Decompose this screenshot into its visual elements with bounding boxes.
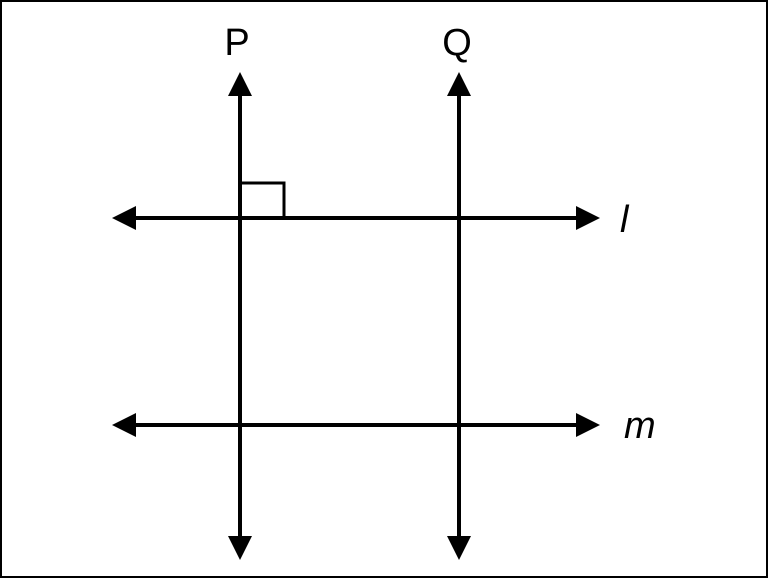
label-m: m (624, 405, 656, 447)
line-m-arrow-left (112, 413, 136, 437)
right-angle-mark (240, 181, 286, 218)
line-q-arrow-bottom (447, 536, 471, 560)
line-p-arrow-top (228, 72, 252, 96)
line-p-arrow-bottom (228, 536, 252, 560)
label-l: l (620, 199, 630, 241)
line-l (112, 206, 600, 230)
line-l-arrow-left (112, 206, 136, 230)
line-l-arrow-right (576, 206, 600, 230)
line-q-arrow-top (447, 72, 471, 96)
line-q (447, 72, 471, 560)
label-q: Q (442, 22, 472, 64)
line-m (112, 413, 600, 437)
label-p: P (224, 22, 249, 64)
line-p (228, 72, 252, 560)
line-m-arrow-right (576, 413, 600, 437)
